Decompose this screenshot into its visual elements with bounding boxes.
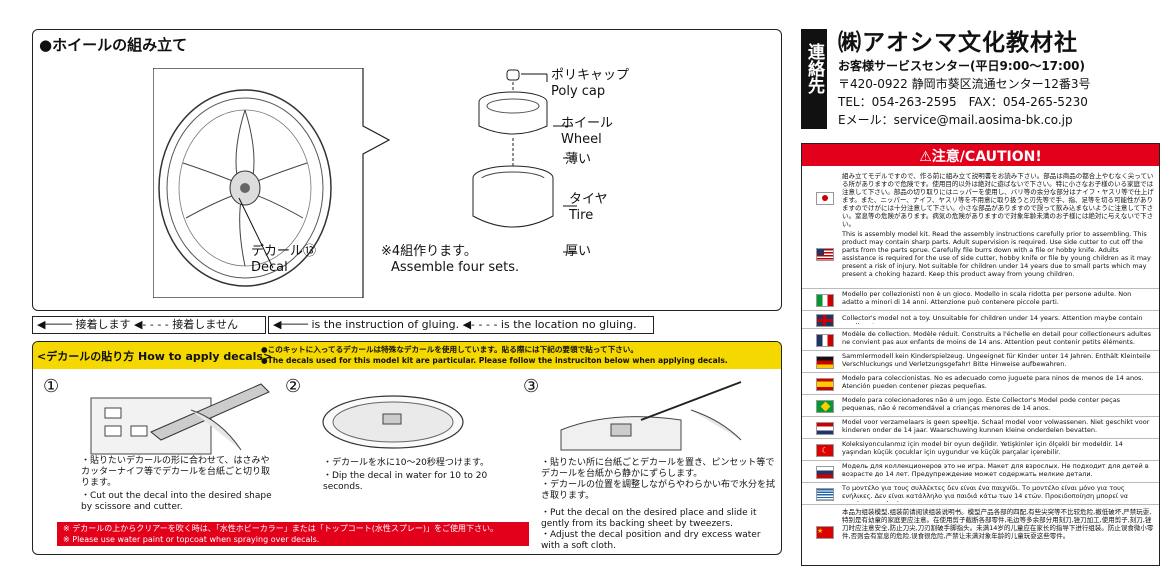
wheel-illustration: [153, 68, 391, 298]
flag-usa-icon: [816, 248, 834, 261]
step-1-text: ・貼りたいデカールの形に合わせて、はさみやカッターナイフ等でデカールを台紙ごと切…: [81, 456, 272, 512]
caution-uk: Collector's model not a toy. Unsuitable …: [842, 314, 1143, 324]
dip-decal-illustration: [322, 395, 464, 449]
step-3-text: ・貼りたい所に台紙ごとデカールを置き、ピンセット等でデカールを台紙から静かにずら…: [541, 458, 776, 551]
caution-en: This is assembly model kit. Read the ass…: [842, 230, 1151, 278]
contact-info: ㈱アオシマ文化教材社 お客様サービスセンター(平日9:00〜17:00) 〒42…: [838, 29, 1158, 129]
thick-label: 厚い: [565, 244, 592, 259]
caution-nl: Model voor verzamelaars is geen speeltje…: [842, 418, 1150, 434]
flag-greece-icon: [816, 488, 834, 501]
flag-germany-icon: [816, 356, 834, 369]
email: Eメール：service@mail.aosima-bk.co.jp: [838, 113, 1073, 127]
arrow-solid-icon: ◀────: [273, 318, 312, 331]
caution-es: Modelo para coleccionistas. No es adecua…: [842, 374, 1144, 390]
caution-it: Modello per collezionisti non è un gioco…: [842, 290, 1132, 306]
flag-spain-icon: [816, 378, 834, 391]
flag-uk-icon: [816, 314, 834, 327]
arrow-dashed-icon: ◀- - - -: [462, 318, 501, 331]
step-2-text: ・デカールを水に10〜20秒程つけます。 ・Dip the decal in w…: [323, 458, 490, 492]
caution-cn: 本品为组装模型,组装前请阅读组装说明书。模型产品各部的四配,有些尖突等不比较危险…: [842, 508, 1154, 540]
flag-italy-icon: [816, 294, 834, 307]
assembly-title: ●ホイールの組み立て: [39, 36, 188, 54]
wheel-label: ホイール Wheel: [561, 116, 614, 147]
contact-label-box: 連絡先: [801, 29, 827, 129]
caution-panel: ⚠注意/CAUTION! 組み立てモデルですので、作る前に組み立て説明書をお読み…: [801, 143, 1160, 566]
flag-france-icon: [816, 334, 834, 347]
decal-header: <デカールの貼り方 How to apply decals>: [37, 350, 273, 363]
step-1-number: ①: [43, 376, 60, 397]
decal-note: ●このキットに入ってるデカールは特殊なデカールを使用しています。貼る際には下記の…: [261, 345, 728, 365]
glue-legend-en: ◀──── is the instruction of gluing. ◀- -…: [268, 316, 654, 334]
step-1: ① ・貼りたいデカールの形に合わせて、はさみやカッターナイフ等でデカールを台紙ご…: [41, 376, 279, 516]
step-2-number: ②: [285, 376, 302, 397]
assembly-panel: ●ホイールの組み立て デカール⑬ Decal ※4組作ります。 Assemble…: [32, 29, 782, 311]
decal-header-band: [33, 342, 781, 369]
arrow-dashed-icon: ◀- - - -: [133, 318, 173, 331]
caution-title: ⚠注意/CAUTION!: [919, 149, 1042, 165]
flag-china-icon: ★: [816, 526, 834, 539]
step-3: ③ ・貼りたい所に台紙ごとデカールを置き、ピンセット等でデカールを台紙から静かに…: [521, 376, 779, 552]
step-2: ② ・デカールを水に10〜20秒程つけます。 ・Dip the decal in…: [283, 376, 521, 516]
poly-cap-label: ポリキャップ Poly cap: [551, 68, 630, 99]
apply-decal-illustration: [560, 381, 742, 451]
phone-fax: TEL：054-263-2595 FAX：054-265-5230: [838, 95, 1088, 109]
company-name: ㈱アオシマ文化教材社: [838, 30, 1078, 56]
caution-jp: 組み立てモデルですので、作る前に組み立て説明書をお読み下さい。部品は商品の都合上…: [842, 172, 1154, 228]
decal-warning: ※ デカールの上からクリアーを吹く時は、「水性ホビーカラー」または「トップコート…: [57, 522, 529, 546]
caution-ru: Модель для коллекционеров это не игра. М…: [842, 462, 1149, 478]
glue-legend-jp: ◀──── 接着します ◀- - - - 接着しません: [32, 316, 266, 334]
tire-label: タイヤ Tire: [569, 192, 608, 223]
caution-pt: Modelo para colecionadores não é um jogo…: [842, 396, 1121, 412]
caution-tr: Koleksiyonculanmız için model bir oyun d…: [842, 440, 1123, 456]
caution-title-band: [802, 144, 1159, 166]
thin-label: 薄い: [565, 152, 592, 167]
four-sets-note: ※4組作ります。 Assemble four sets.: [381, 244, 520, 275]
flag-netherlands-icon: [816, 422, 834, 435]
address: 〒420-0922 静岡市葵区流通センター12番3号: [838, 77, 1091, 91]
caution-fr: Modèle de collection. Modèle réduit. Con…: [842, 330, 1151, 346]
flag-turkey-icon: ☾: [816, 444, 834, 457]
caution-gr: Το μοντέλο για τους συλλέκτες δεν είναι …: [842, 484, 1129, 502]
flag-brazil-icon: [816, 400, 834, 413]
exploded-wheel-diagram: [472, 69, 554, 228]
cut-decal-illustration: [90, 383, 270, 455]
flag-japan-icon: [816, 192, 834, 205]
decal-label: デカール⑬ Decal: [251, 244, 317, 275]
caution-de: Sammlermodell kein Kinderspielzeug. Unge…: [842, 352, 1151, 368]
service-center: お客様サービスセンター(平日9:00〜17:00): [838, 59, 1086, 73]
decal-panel: <デカールの貼り方 How to apply decals> ●このキットに入っ…: [32, 341, 782, 555]
arrow-solid-icon: ◀────: [37, 318, 76, 331]
flag-russia-icon: [816, 466, 834, 479]
step-3-number: ③: [523, 376, 540, 397]
leader-lines: [521, 73, 577, 253]
